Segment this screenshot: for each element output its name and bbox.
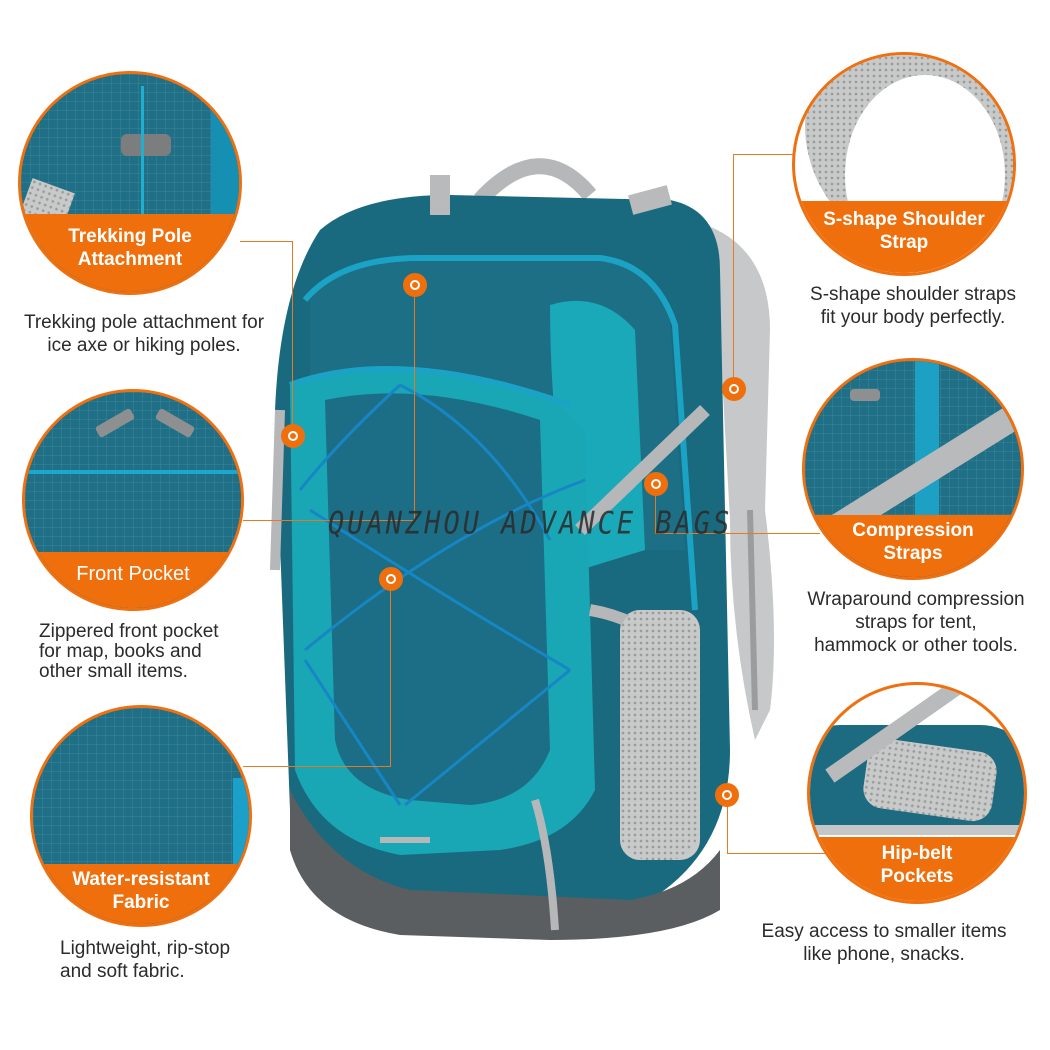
- marker-compression-icon[interactable]: [644, 472, 668, 496]
- marker-front-pocket-icon[interactable]: [403, 273, 427, 297]
- feature-description: Trekking pole attachment for ice axe or …: [23, 312, 265, 356]
- connector-front-pocket-h: [243, 520, 415, 521]
- connector-compression-h: [655, 533, 820, 534]
- feature-description: Zippered front pocket for map, books and…: [39, 621, 219, 682]
- feature-title-band: Front Pocket: [25, 552, 241, 608]
- feature-water-resistant: Water-resistant Fabric: [30, 705, 252, 927]
- feature-description: Easy access to smaller items like phone,…: [761, 921, 1007, 965]
- feature-description: Lightweight, rip-stop and soft fabric.: [60, 938, 231, 982]
- feature-front-pocket: Front Pocket: [22, 389, 244, 611]
- feature-title: Front Pocket: [76, 562, 190, 585]
- connector-front-pocket-v: [414, 296, 415, 521]
- marker-hipbelt-icon[interactable]: [715, 783, 739, 807]
- feature-title: S-shape Shoulder Strap: [823, 209, 985, 253]
- marker-shoulder-strap-icon[interactable]: [722, 377, 746, 401]
- feature-title: Trekking Pole Attachment: [68, 226, 192, 270]
- connector-fabric-v: [390, 590, 391, 767]
- feature-trekking-pole: Trekking Pole Attachment: [18, 71, 242, 295]
- feature-shoulder-strap: S-shape Shoulder Strap: [792, 52, 1016, 276]
- feature-title-band: Compression Straps: [805, 515, 1021, 577]
- connector-shoulder-v: [733, 154, 734, 380]
- side-mesh-pocket: [620, 610, 698, 860]
- feature-title-band: S-shape Shoulder Strap: [795, 201, 1013, 273]
- connector-trekking-h: [240, 241, 293, 242]
- marker-water-resistant-icon[interactable]: [379, 567, 403, 591]
- feature-compression-straps: Compression Straps: [802, 358, 1024, 580]
- feature-description: Wraparound compression straps for tent, …: [807, 589, 1025, 656]
- connector-fabric-h: [243, 766, 391, 767]
- feature-title-band: Trekking Pole Attachment: [21, 214, 239, 292]
- feature-hipbelt-pockets: Hip-belt Pockets: [807, 682, 1027, 904]
- feature-title: Compression Straps: [852, 520, 974, 564]
- connector-hipbelt-h: [727, 853, 827, 854]
- feature-title-band: Water-resistant Fabric: [33, 864, 249, 924]
- connector-trekking-v: [292, 241, 293, 436]
- hipbelt-photo: [810, 685, 1024, 901]
- backpack-image: [270, 158, 774, 940]
- connector-compression-v: [655, 494, 656, 534]
- feature-title: Hip-belt Pockets: [880, 843, 954, 887]
- watermark-text: QUANZHOU ADVANCE BAGS: [328, 505, 733, 542]
- feature-description: S-shape shoulder straps fit your body pe…: [810, 284, 1016, 328]
- connector-shoulder-h: [733, 154, 793, 155]
- feature-title: Water-resistant Fabric: [72, 869, 210, 913]
- connector-hipbelt-v: [727, 806, 728, 854]
- feature-title-band: Hip-belt Pockets: [810, 837, 1024, 901]
- marker-trekking-pole-icon[interactable]: [281, 424, 305, 448]
